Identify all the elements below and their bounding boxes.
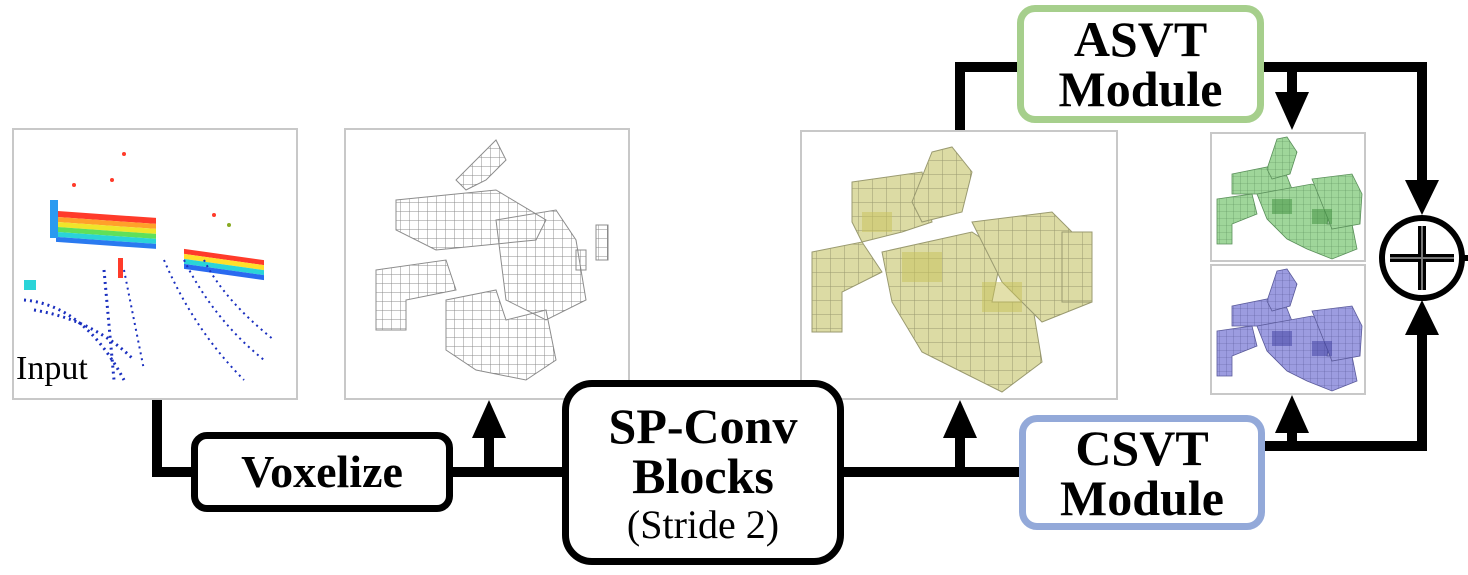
- yellow-voxel-panel: [800, 130, 1118, 400]
- yellow-voxels-image: [811, 146, 1093, 393]
- spconv-line3: (Stride 2): [626, 501, 780, 547]
- point-cloud-image: [23, 152, 275, 381]
- arrow-to-gray-panel: [472, 400, 506, 438]
- blue-voxel-panel: [1210, 264, 1366, 395]
- voxelize-label: Voxelize: [241, 446, 403, 497]
- arrow-to-yellow-panel: [943, 400, 977, 438]
- spconv-line1: SP-Conv: [608, 397, 798, 454]
- arrow-asvt-into-sum: [1405, 180, 1439, 215]
- input-point-cloud-panel: [12, 128, 298, 400]
- asvt-line2: Module: [1058, 61, 1223, 117]
- to-asvt-line: [955, 62, 1020, 130]
- rainbow-wall-left: [50, 200, 156, 249]
- gray-voxel-panel: [344, 128, 630, 400]
- voxelize-box: Voxelize: [191, 432, 453, 512]
- blue-voxels-image: [1216, 268, 1363, 392]
- rainbow-wall-right: [184, 248, 264, 281]
- arrow-to-blue-panel: [1275, 395, 1309, 433]
- csvt-module-box: CSVT Module: [1019, 415, 1265, 530]
- csvt-line1: CSVT: [1075, 419, 1209, 476]
- asvt-module-box: ASVT Module: [1017, 5, 1264, 123]
- green-voxel-panel: [1210, 132, 1366, 262]
- green-voxels-image: [1216, 136, 1363, 260]
- spconv-blocks-box: SP-Conv Blocks (Stride 2): [562, 380, 844, 565]
- input-label: Input: [16, 350, 88, 387]
- spconv-line2: Blocks: [632, 447, 774, 504]
- gray-voxels-image: [375, 139, 609, 381]
- csvt-to-sum-line: [1262, 335, 1427, 451]
- asvt-to-sum-line: [1262, 62, 1427, 185]
- arrow-csvt-into-sum: [1405, 300, 1439, 335]
- asvt-line1: ASVT: [1073, 11, 1208, 67]
- input-to-voxelize-line: [152, 400, 195, 477]
- arrow-to-green-panel: [1275, 92, 1309, 130]
- plus-icon: [1379, 215, 1465, 301]
- csvt-line2: Module: [1060, 469, 1224, 526]
